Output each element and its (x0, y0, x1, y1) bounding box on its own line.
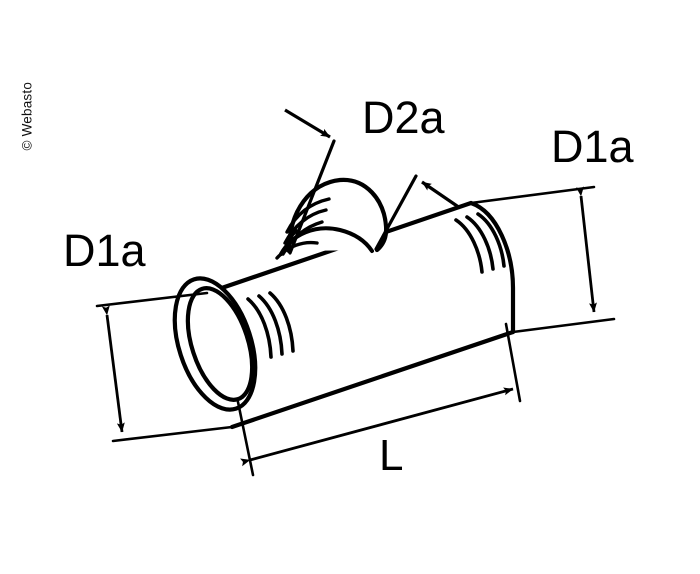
d1a-right-dimension (469, 185, 616, 334)
label-d2a: D2a (362, 92, 445, 143)
d2a-right-arrow (421, 180, 461, 210)
d2a-right-reference-line (374, 174, 418, 251)
length-extension-left (236, 400, 255, 477)
length-dimension-arrow (240, 387, 514, 467)
label-d1a-left: D1a (63, 225, 146, 276)
d1a-right-dimension-arrow (576, 186, 597, 313)
d1a-left-dimension (95, 291, 234, 443)
length-dimension (236, 322, 522, 477)
branch-lower-lip (275, 240, 319, 260)
d1a-right-extension-lower (511, 317, 616, 334)
d2a-leaders (284, 108, 461, 255)
pipe-right-ribs (454, 212, 506, 274)
d1a-right-extension-upper (469, 185, 596, 205)
d1a-left-extension-lower (111, 425, 234, 443)
pipe-left-ribs (246, 291, 295, 359)
d2a-left-arrow (284, 108, 331, 139)
length-extension-right (504, 322, 522, 403)
pipe-left-inner-ellipse (185, 286, 255, 402)
pipe-body (172, 200, 516, 430)
label-length: L (379, 431, 404, 480)
pipe-right-end-cap (468, 200, 516, 335)
d1a-left-dimension-arrow (101, 305, 125, 433)
label-d1a-right: D1a (551, 121, 634, 172)
pipe-bottom-edge (229, 329, 516, 430)
d1a-left-extension-upper (95, 291, 209, 308)
d2a-left-reference-line (288, 139, 336, 255)
